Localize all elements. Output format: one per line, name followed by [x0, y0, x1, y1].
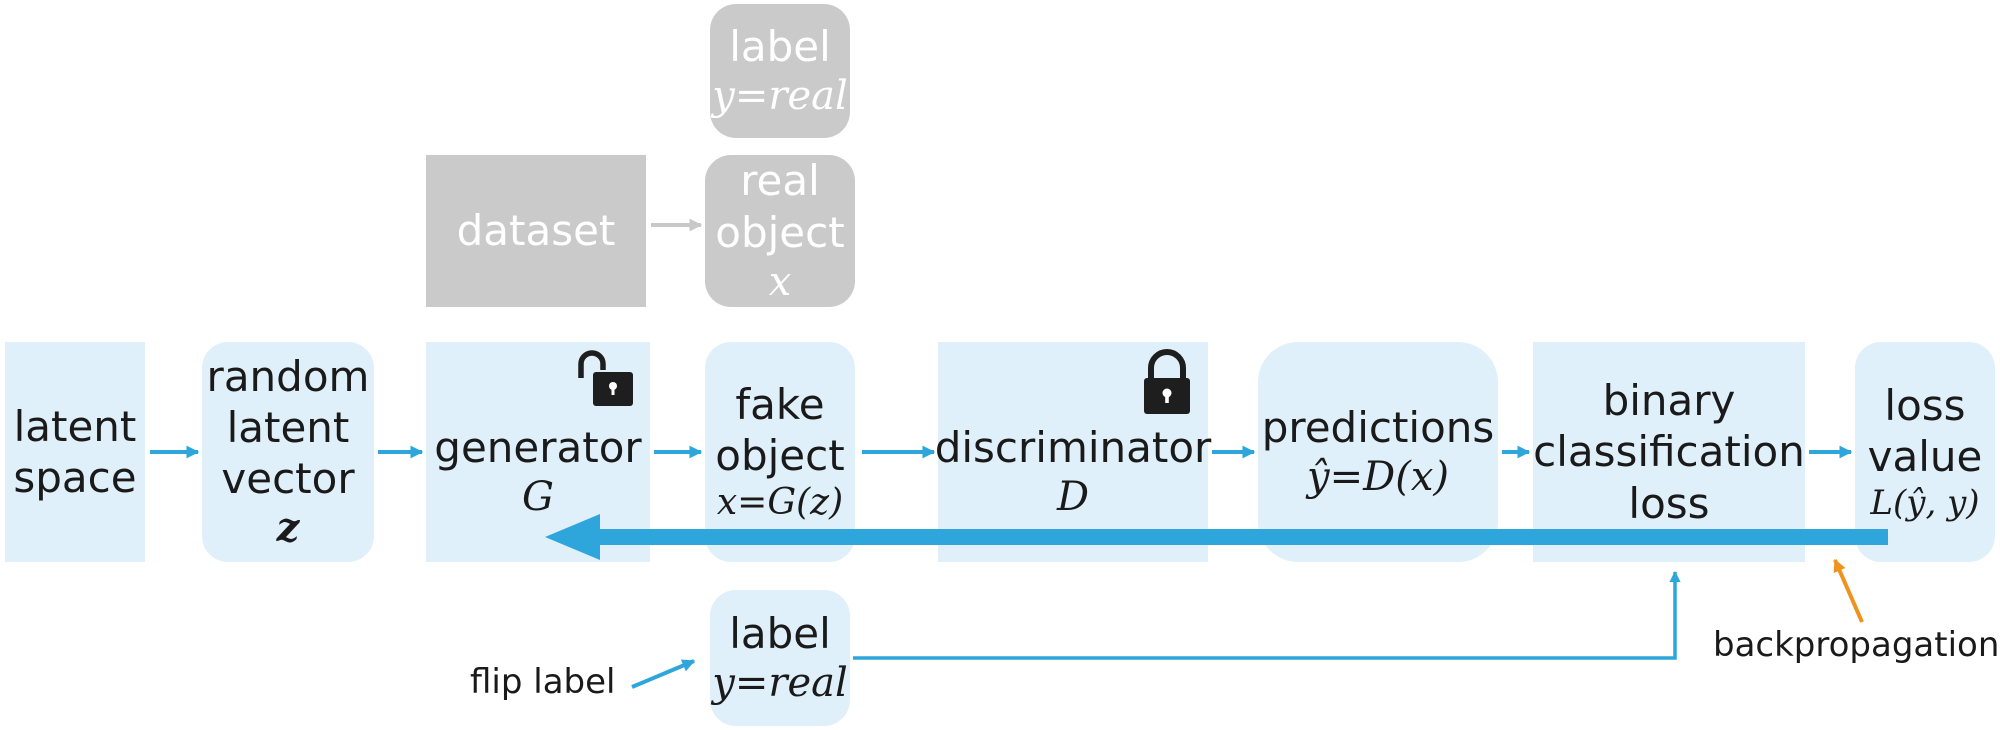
random-latent-vector-line2: latent [226, 402, 350, 452]
loss-value-formula: L(ŷ, y) [1870, 482, 1980, 523]
generator-symbol: G [522, 474, 554, 521]
random-latent-vector-line3: vector [221, 454, 355, 504]
label-top-text: label [729, 21, 831, 71]
latent-space-node: latent space [5, 342, 145, 562]
generator-label: generator [434, 422, 642, 472]
loss-value-node: loss value L(ŷ, y) [1855, 342, 1995, 562]
label-bottom-text: label [729, 608, 831, 658]
open-padlock-icon [578, 350, 633, 406]
arrow-flip-label [631, 659, 696, 689]
label-bottom-formula: y=real [712, 660, 848, 707]
random-latent-vector-line1: random [206, 351, 370, 401]
bcl-line1: binary [1602, 376, 1736, 426]
binary-classification-loss-node: binary classification loss [1533, 342, 1805, 562]
arrow-backpropagation-pointer [1833, 558, 1864, 623]
arrow-label-to-loss [853, 570, 1681, 660]
discriminator-symbol: D [1056, 474, 1090, 521]
dataset-node: dataset [426, 155, 646, 307]
label-top-formula: y=real [712, 73, 848, 120]
real-object-line1: real [740, 156, 820, 206]
backpropagation-arrowhead [545, 514, 600, 560]
loss-value-line1: loss [1884, 381, 1966, 431]
fake-object-line2: object [715, 431, 845, 481]
padlock-icon [1144, 349, 1190, 414]
dataset-label: dataset [456, 206, 616, 256]
fake-object-formula: x=G(z) [716, 482, 844, 524]
fake-object-line1: fake [735, 379, 825, 429]
predictions-node: predictions ŷ=D(x) [1258, 342, 1498, 562]
real-object-node: real object x [705, 155, 855, 307]
label-bottom-node: label y=real [710, 590, 850, 726]
fake-object-node: fake object x=G(z) [705, 342, 855, 562]
random-latent-vector-node: random latent vector z [202, 342, 374, 562]
predictions-formula: ŷ=D(x) [1307, 453, 1449, 502]
latent-space-line1: latent [13, 401, 137, 451]
predictions-formula-rest: =D(x) [1329, 454, 1449, 501]
loss-value-line2: value [1867, 432, 1983, 482]
random-latent-vector-symbol: z [276, 504, 300, 552]
backpropagation-annotation: backpropagation [1713, 625, 2000, 665]
real-object-line2: object [715, 207, 845, 257]
predictions-label: predictions [1261, 402, 1495, 452]
latent-space-line2: space [13, 453, 137, 502]
bcl-line2: classification [1533, 427, 1805, 477]
flip-label-annotation: flip label [470, 662, 616, 702]
discriminator-label: discriminator [934, 422, 1212, 472]
label-top-node: label y=real [710, 4, 850, 138]
real-object-symbol: x [768, 258, 792, 305]
predictions-formula-hat: ŷ [1307, 454, 1330, 501]
bcl-line3: loss [1628, 478, 1710, 528]
